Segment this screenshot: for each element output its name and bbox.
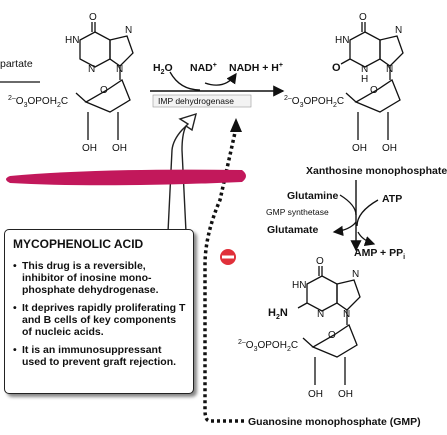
- redaction-mark: [6, 169, 246, 186]
- callout-title: MYCOPHENOLIC ACID: [13, 237, 144, 251]
- gmp-synthetase-label: GMP synthetase: [266, 207, 329, 217]
- enzyme1-box: [152, 94, 252, 108]
- glutamine-curve: [339, 194, 357, 216]
- inhibition-minus-bar: [222, 255, 234, 259]
- xmp-o6-atom: O: [359, 12, 367, 23]
- imp-structure: [75, 22, 134, 140]
- amp-curve: [357, 231, 376, 247]
- imp-hn-atom: HN: [65, 35, 79, 46]
- atp-curve: [356, 199, 379, 227]
- gmp-n7-atom: N: [352, 269, 359, 280]
- aspartate-label: partate: [0, 58, 33, 70]
- xmp-ring-o-atom: O: [370, 85, 378, 96]
- gmp-n3-atom: N: [317, 309, 324, 320]
- xmp-label: Xanthosine monophosphate: [306, 165, 447, 177]
- atp-label: ATP: [382, 193, 402, 205]
- h2o-label: H2O: [153, 62, 173, 76]
- callout-list: This drug is a reversible, inhibitor of …: [13, 260, 187, 368]
- imp-n9-atom: N: [116, 64, 123, 75]
- xmp-phosphate: 2–O3OPOH2C: [284, 95, 344, 109]
- gmp-o6-atom: O: [316, 256, 324, 267]
- imp-oh-3: OH: [112, 143, 127, 154]
- imp-phosphate: 2–O3OPOH2C: [8, 95, 68, 109]
- gmp-oh-2: OH: [308, 389, 323, 400]
- gmp-oh-3: OH: [338, 389, 353, 400]
- gmp-hn-atom: HN: [292, 280, 306, 291]
- glutamate-label: Glutamate: [267, 224, 319, 236]
- feedback-arrowhead: [230, 118, 242, 132]
- xmp-n9-atom: N: [386, 64, 393, 75]
- xmp-oh-3: OH: [382, 143, 397, 154]
- h2o-curve: [169, 71, 201, 91]
- mycophenolic-acid-callout: MYCOPHENOLIC ACID This drug is a reversi…: [4, 229, 194, 394]
- gmp-phosphate: 2–O3OPOH2C: [238, 339, 298, 353]
- imp-n3-atom: N: [88, 64, 95, 75]
- gmp-structure: [297, 266, 361, 385]
- imp-n7-atom: N: [125, 25, 132, 36]
- callout-item: It deprives rapidly proliferating T and …: [13, 302, 187, 338]
- xmp-oh-2: OH: [352, 143, 367, 154]
- glutamate-curve: [332, 221, 357, 237]
- gmp-h2n-label: H2N: [268, 307, 288, 321]
- xmp-o2-atom: O: [332, 62, 341, 74]
- gmp-n9-atom: N: [343, 309, 350, 320]
- imp-dehydrogenase-label: IMP dehydrogenase: [158, 96, 234, 106]
- xmp-h3-atom: H: [361, 74, 368, 85]
- imp-oh-2: OH: [82, 143, 97, 154]
- imp-o-atom: O: [89, 12, 97, 23]
- xmp-n3-atom: N: [361, 64, 368, 75]
- gmp-label: Guanosine monophosphate (GMP): [248, 416, 421, 428]
- imp-ring-o-atom: O: [100, 85, 108, 96]
- nad-curve: [204, 72, 237, 86]
- gmp-ring-o-atom: O: [328, 330, 336, 341]
- amp-ppi-label: AMP + PPi: [354, 247, 405, 261]
- xmp-hn-atom: HN: [335, 35, 349, 46]
- callout-item: This drug is a reversible, inhibitor of …: [13, 260, 187, 296]
- nadh-label: NADH + H+: [229, 62, 283, 74]
- glutamine-label: Glutamine: [287, 190, 339, 202]
- xmp-structure: [340, 22, 404, 140]
- nad-label: NAD+: [190, 62, 217, 74]
- callout-item: It is an immunosuppressant used to preve…: [13, 344, 187, 368]
- gmp-feedback-dotted-line: [203, 127, 244, 423]
- xmp-n7-atom: N: [395, 25, 402, 36]
